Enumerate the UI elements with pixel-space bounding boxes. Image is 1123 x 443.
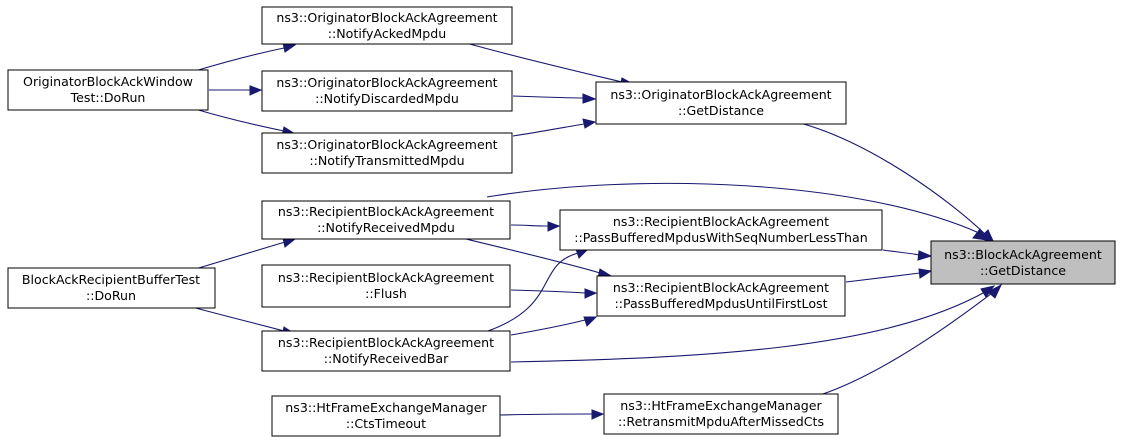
node-label-line1: OriginatorBlockAckWindow: [23, 74, 193, 89]
edge-ctstimeout-to-ht-retransmit: [499, 409, 605, 420]
edge-window-test-to-notifyacked: [194, 42, 297, 72]
node-recipientblockackagreement-flush[interactable]: ns3::RecipientBlockAckAgreement ::Flush: [261, 264, 511, 308]
node-label-line1: ns3::RecipientBlockAckAgreement: [278, 204, 494, 219]
node-blockackagreement-getdistance: ns3::BlockAckAgreement ::GetDistance: [930, 240, 1116, 285]
edges: [191, 42, 1003, 420]
node-box: [559, 209, 883, 251]
edge-notifydiscarded-to-orig-getdistance: [512, 93, 597, 104]
node-recipientblockackagreement-passbufferedmpdusuntilfirstlost[interactable]: ns3::RecipientBlockAckAgreement ::PassBu…: [596, 275, 846, 317]
node-label-line2: ::GetDistance: [980, 263, 1066, 278]
node-label-line2: ::NotifyDiscardedMpdu: [315, 91, 459, 106]
node-label-line1: ns3::OriginatorBlockAckAgreement: [276, 137, 497, 152]
edge-flush-to-passuntillost: [510, 288, 598, 299]
node-htframeexchangemanager-retransmitmpduaftermissedcts[interactable]: ns3::HtFrameExchangeManager ::Retransmit…: [603, 393, 839, 435]
node-label-line1: ns3::HtFrameExchangeManager: [285, 400, 487, 415]
edge-notifyreceivedbar-to-passlessthan: [487, 248, 590, 332]
edge-notifyreceivedmpdu-to-passlessthan: [510, 221, 561, 232]
node-recipientblockackagreement-notifyreceivedmpdu[interactable]: ns3::RecipientBlockAckAgreement ::Notify…: [261, 200, 511, 240]
node-box: [261, 200, 511, 240]
nodes: ns3::BlockAckAgreement ::GetDistance ns3…: [7, 6, 1116, 437]
edge-notifytransmitted-to-orig-getdistance: [512, 118, 597, 137]
node-label-line1: ns3::OriginatorBlockAckAgreement: [276, 10, 497, 25]
node-label-line2: ::NotifyTransmittedMpdu: [309, 153, 464, 168]
node-box: [261, 132, 513, 174]
node-recipientblockackagreement-passbufferedmpduswithseqnumberlessthan[interactable]: ns3::RecipientBlockAckAgreement ::PassBu…: [559, 209, 883, 251]
node-originatorblockackagreement-notifydiscardedmpdu[interactable]: ns3::OriginatorBlockAckAgreement ::Notif…: [261, 70, 513, 112]
node-label-line2: ::Flush: [365, 286, 407, 301]
node-box: [271, 395, 501, 437]
edge-window-test-to-notifytransmitted: [194, 108, 297, 137]
node-label-line1: ns3::RecipientBlockAckAgreement: [613, 280, 829, 295]
edge-passlessthan-to-target: [882, 249, 933, 261]
edge-window-test-to-notifydiscarded: [209, 85, 263, 96]
node-label-line1: ns3::OriginatorBlockAckAgreement: [276, 75, 497, 90]
node-box: [261, 264, 511, 308]
node-label-line2: ::DoRun: [86, 288, 136, 303]
node-label-line1: ns3::RecipientBlockAckAgreement: [613, 214, 829, 229]
node-label-line2: ::CtsTimeout: [346, 416, 426, 431]
edge-ht-retransmit-to-target: [819, 283, 1003, 396]
node-originatorblockackagreement-notifytransmittedmpdu[interactable]: ns3::OriginatorBlockAckAgreement ::Notif…: [261, 132, 513, 174]
node-label-line1: ns3::RecipientBlockAckAgreement: [278, 270, 494, 285]
node-htframeexchangemanager-ctstimeout[interactable]: ns3::HtFrameExchangeManager ::CtsTimeout: [271, 395, 501, 437]
node-box: [596, 275, 846, 317]
node-originatorblockackagreement-notifyackedmpdu[interactable]: ns3::OriginatorBlockAckAgreement ::Notif…: [261, 6, 513, 45]
node-box: [930, 240, 1116, 285]
node-box: [7, 69, 209, 111]
node-label-line2: ::RetransmitMpduAfterMissedCts: [618, 414, 824, 429]
edge-notifyreceivedmpdu-to-target: [486, 182, 989, 241]
node-originatorblockackwindowtest-dorun[interactable]: OriginatorBlockAckWindow Test::DoRun: [7, 69, 209, 111]
node-box: [261, 6, 513, 45]
node-box: [603, 393, 839, 435]
node-box: [595, 81, 847, 125]
node-originatorblockackagreement-getdistance[interactable]: ns3::OriginatorBlockAckAgreement ::GetDi…: [595, 81, 847, 125]
node-label-line1: ns3::BlockAckAgreement: [944, 247, 1102, 262]
node-label-line2: ::PassBufferedMpdusUntilFirstLost: [614, 296, 827, 311]
node-label-line1: BlockAckRecipientBufferTest: [22, 272, 200, 287]
node-recipientblockackagreement-notifyreceivedbar[interactable]: ns3::RecipientBlockAckAgreement ::Notify…: [261, 330, 511, 372]
node-label-line2: ::NotifyAckedMpdu: [328, 26, 446, 41]
node-label-line2: ::NotifyReceivedMpdu: [317, 220, 455, 235]
node-label-line1: ns3::OriginatorBlockAckAgreement: [610, 87, 831, 102]
node-box: [7, 267, 216, 309]
node-blockackrecipientbuffertest-dorun[interactable]: BlockAckRecipientBufferTest ::DoRun: [7, 267, 216, 309]
node-box: [261, 70, 513, 112]
node-label-line1: ns3::HtFrameExchangeManager: [620, 398, 822, 413]
node-label-line2: ::GetDistance: [678, 103, 764, 118]
node-label-line2: Test::DoRun: [70, 90, 146, 105]
node-label-line2: ::PassBufferedMpdusWithSeqNumberLessThan: [574, 230, 867, 245]
edge-notifyreceivedbar-to-passuntillost: [510, 316, 598, 336]
node-label-line1: ns3::RecipientBlockAckAgreement: [278, 335, 494, 350]
node-label-line2: ::NotifyReceivedBar: [324, 351, 449, 366]
node-box: [261, 330, 511, 372]
edge-passuntillost-to-target: [845, 268, 933, 283]
